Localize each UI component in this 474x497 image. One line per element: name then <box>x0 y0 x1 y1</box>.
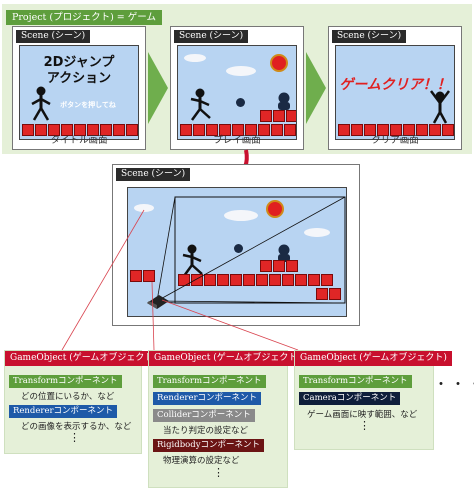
camera-component: Cameraコンポーネント <box>299 392 401 405</box>
gameobject-panel: GameObject (ゲームオブジェクト) Transformコンポーネント … <box>4 350 162 454</box>
game-title-line1: 2Dジャンプ <box>43 55 115 70</box>
more-components: ⋮ <box>69 431 80 444</box>
next-arrow-icon <box>306 52 326 124</box>
game-clear-text: ゲームクリア！！ <box>339 77 451 93</box>
gameobject-header: GameObject (ゲームオブジェクト) <box>5 351 162 366</box>
sun-icon <box>266 200 284 218</box>
ground-bricks <box>178 274 334 286</box>
rigidbody-component: Rigidbodyコンポーネント <box>153 439 265 452</box>
collider-component: Colliderコンポーネント <box>153 409 255 422</box>
game-title-line2: アクション <box>46 71 112 86</box>
gameobject-header: GameObject (ゲームオブジェクト) <box>149 351 306 366</box>
scene-tag: Scene (シーン) <box>332 30 407 43</box>
more-gameobjects: ・・・ <box>434 377 474 393</box>
renderer-component: Rendererコンポーネント <box>9 405 118 418</box>
camera-description: ゲーム画面に映す範囲、など <box>307 410 418 420</box>
cheering-figure-icon <box>430 90 450 124</box>
renderer-description: どの画像を表示するか、など <box>21 422 132 432</box>
scene-tag: Scene (シーン) <box>116 168 191 181</box>
renderer-component: Rendererコンポーネント <box>153 392 262 405</box>
collider-description: 当たり判定の設定など <box>163 426 249 436</box>
transform-component: Transformコンポーネント <box>299 375 412 388</box>
ground-bricks <box>338 124 454 136</box>
more-components: ⋮ <box>213 466 224 479</box>
sun-icon <box>270 54 288 72</box>
ball-icon <box>234 244 243 253</box>
transform-description: どの位置にいるか、など <box>21 392 115 402</box>
rigidbody-description: 物理演算の設定など <box>163 456 240 466</box>
enemy-icon <box>278 92 290 110</box>
scene-card-play: Scene (シーン) プレイ画面 <box>170 26 304 150</box>
transform-component: Transformコンポーネント <box>153 375 266 388</box>
ball-icon <box>236 98 245 107</box>
scene-card-title: Scene (シーン) 2Dジャンプ アクション ボタンを押してね タイトル画面 <box>12 26 146 150</box>
gameobject-panel: GameObject (ゲームオブジェクト) Transformコンポーネント … <box>148 350 306 488</box>
detail-scene-view <box>127 187 347 317</box>
ground-bricks <box>22 124 138 136</box>
scene-tag: Scene (シーン) <box>174 30 249 43</box>
scene-caption-play: プレイ画面 <box>213 135 261 146</box>
detail-scene-card: Scene (シーン) <box>112 164 360 326</box>
play-screen-view <box>177 45 297 140</box>
scene-card-clear: Scene (シーン) ゲームクリア！！ クリア画面 <box>328 26 462 150</box>
title-screen-view: 2Dジャンプ アクション ボタンを押してね <box>19 45 139 140</box>
next-arrow-icon <box>148 52 168 124</box>
player-icon <box>190 88 211 121</box>
scene-tag: Scene (シーン) <box>16 30 91 43</box>
gameobject-panel: GameObject (ゲームオブジェクト) Transformコンポーネント … <box>294 350 452 450</box>
scene-caption-clear: クリア画面 <box>371 135 419 146</box>
press-button-text: ボタンを押してね <box>60 101 116 109</box>
gameobject-header: GameObject (ゲームオブジェクト) <box>295 351 452 366</box>
clear-screen-view: ゲームクリア！！ <box>335 45 455 140</box>
more-components: ⋮ <box>359 419 370 432</box>
camera-frustum <box>156 196 346 304</box>
ground-bricks <box>180 124 296 136</box>
project-label: Project (プロジェクト) = ゲーム <box>6 10 163 25</box>
transform-component: Transformコンポーネント <box>9 375 122 388</box>
scene-caption-title: タイトル画面 <box>50 135 108 146</box>
stick-figure-icon <box>31 86 51 121</box>
